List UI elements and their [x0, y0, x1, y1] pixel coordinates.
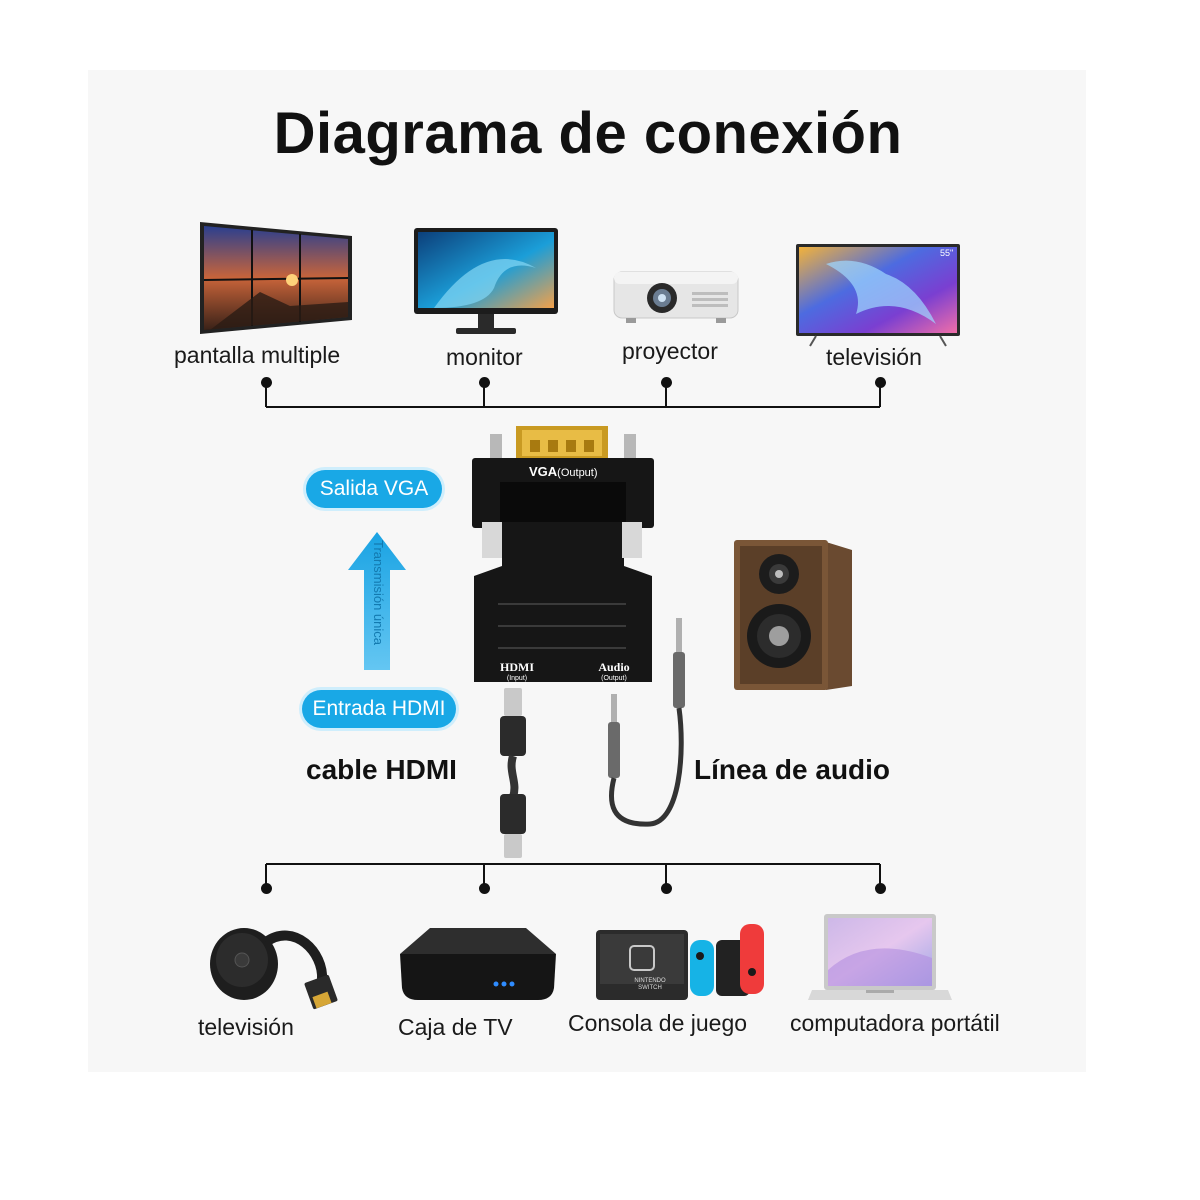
output-label-2: proyector — [622, 338, 718, 364]
input-dot-3 — [875, 883, 886, 894]
audio-sub-label: (Output) — [601, 675, 627, 682]
audio-line-label: Línea de audio — [694, 754, 891, 785]
hdmi-cable-label: cable HDMI — [306, 754, 457, 785]
laptop-icon — [808, 914, 952, 1000]
audio-label: Audio — [598, 660, 630, 674]
input-label-0: televisión — [198, 1014, 294, 1040]
hdmi-label: HDMI — [500, 660, 534, 674]
cables-icon — [500, 618, 685, 858]
television-icon — [796, 244, 960, 347]
output-dot-1 — [479, 377, 490, 388]
tv-dongle-icon — [210, 928, 338, 1010]
game-console-icon — [596, 924, 764, 1000]
monitor-icon — [414, 228, 558, 334]
hdmi-input-pill: Entrada HDMI — [302, 690, 456, 728]
output-dot-0 — [261, 377, 272, 388]
tv-box-icon — [400, 928, 556, 1000]
output-label-1: monitor — [446, 344, 523, 370]
vga-hdmi-adapter-icon — [472, 426, 654, 682]
up-arrow-icon — [348, 532, 406, 670]
console-brand-text: NINTENDO SWITCH — [634, 978, 666, 991]
output-label-0: pantalla multiple — [174, 342, 341, 368]
adapter-hdmi-label: HDMI (Input) — [498, 660, 536, 682]
tv-size-badge: 55" — [940, 248, 954, 258]
projector-icon — [613, 271, 739, 323]
output-dot-3 — [875, 377, 886, 388]
hdmi-sub-label: (Input) — [506, 675, 528, 682]
input-label-2: Consola de juego — [568, 1010, 748, 1036]
page-title: Diagrama de conexión — [273, 101, 903, 166]
video-wall-icon — [200, 222, 352, 334]
input-dot-0 — [261, 883, 272, 894]
adapter-audio-label: Audio (Output) — [592, 660, 636, 682]
input-label-3: computadora portátil — [790, 1010, 1000, 1036]
input-dot-1 — [479, 883, 490, 894]
input-label-1: Caja de TV — [398, 1014, 513, 1040]
input-dot-2 — [661, 883, 672, 894]
output-label-3: televisión — [826, 344, 922, 370]
vga-label: VGA — [529, 464, 558, 479]
speaker-icon — [734, 540, 852, 690]
output-dot-2 — [661, 377, 672, 388]
vga-sub-label: (Output) — [557, 467, 598, 479]
vga-output-pill: Salida VGA — [306, 470, 442, 508]
adapter-vga-label: VGA(Output) — [529, 464, 598, 479]
